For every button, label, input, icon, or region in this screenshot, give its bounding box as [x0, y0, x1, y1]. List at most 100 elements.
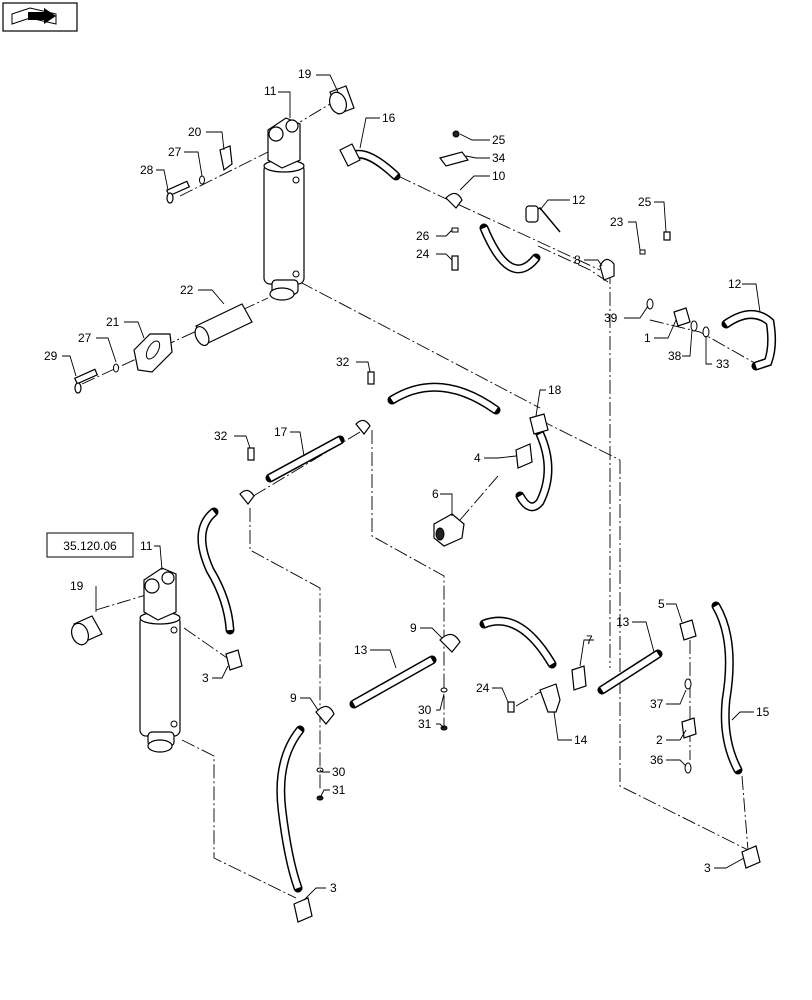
callout-3: 3	[202, 671, 209, 685]
callout-24: 24	[416, 247, 430, 261]
washer-30-a	[440, 687, 448, 693]
callout-24: 24	[476, 681, 490, 695]
fitting-1	[673, 307, 691, 327]
bolt-32-upper	[367, 371, 375, 385]
callout-12: 12	[572, 193, 586, 207]
pin-19-upper	[328, 85, 355, 115]
hose-18	[515, 413, 553, 512]
tube-13-right	[597, 649, 663, 695]
bracket-14	[539, 683, 561, 713]
oring-39	[646, 298, 654, 310]
callout-20: 20	[188, 125, 202, 139]
callout-17: 17	[274, 425, 288, 439]
assembly-lines	[81, 97, 761, 899]
callout-9: 9	[290, 691, 297, 705]
callout-13: 13	[616, 615, 630, 629]
callout-6: 6	[432, 487, 439, 501]
bolt-28	[165, 180, 191, 204]
valve-6	[433, 513, 465, 547]
callout-30: 30	[418, 703, 432, 717]
hydraulic-cylinder-lower	[139, 567, 181, 753]
callout-14: 14	[574, 733, 588, 747]
callout-23: 23	[610, 215, 624, 229]
callout-11: 11	[264, 84, 277, 98]
hose-lower-middle	[479, 616, 557, 669]
callout-32: 32	[336, 355, 350, 369]
callout-8: 8	[574, 253, 581, 267]
oring-37	[684, 678, 692, 690]
clamp-7	[571, 665, 587, 691]
callout-19: 19	[298, 67, 312, 81]
callout-33: 33	[716, 357, 730, 371]
clamp-34	[438, 151, 470, 167]
bolt-25-upper	[452, 130, 460, 138]
fitting-3-lower	[293, 897, 313, 923]
bolt-24-upper	[451, 255, 459, 271]
callout-13: 13	[354, 643, 368, 657]
tube-13-left	[349, 655, 437, 709]
pin-22	[194, 303, 253, 347]
tube-17	[265, 435, 345, 483]
leader-lines	[62, 74, 761, 901]
callout-31: 31	[418, 717, 432, 731]
fitting-4	[515, 443, 533, 469]
callout-30: 30	[332, 765, 346, 779]
fitting-2	[681, 717, 697, 739]
plate-21	[133, 333, 173, 373]
reference-box-label: 35.120.06	[63, 539, 117, 553]
hose-16	[339, 143, 401, 181]
fitting-3-right	[741, 845, 761, 869]
callout-21: 21	[106, 315, 120, 329]
callout-18: 18	[548, 383, 562, 397]
hose-left	[197, 507, 235, 635]
bolt-24-lower	[507, 701, 515, 713]
callout-27: 27	[78, 331, 92, 345]
hose-lower-left	[276, 725, 305, 893]
callout-10: 10	[492, 169, 506, 183]
callout-12: 12	[728, 277, 742, 291]
clamp-10	[445, 192, 463, 209]
callout-7: 7	[586, 633, 593, 647]
clamp-9-upper	[439, 633, 461, 653]
callout-25: 25	[492, 133, 506, 147]
hose-15	[711, 601, 743, 775]
hose-10	[479, 223, 541, 274]
washer-27-upper	[199, 175, 205, 185]
callout-27: 27	[168, 145, 182, 159]
callout-5: 5	[658, 597, 665, 611]
bracket-20	[219, 145, 233, 172]
callout-3: 3	[704, 861, 711, 875]
reference-box[interactable]: 35.120.06	[46, 532, 134, 558]
callout-29: 29	[44, 349, 58, 363]
callout-19: 19	[70, 579, 84, 593]
clamp-left-mid	[239, 489, 255, 505]
callout-39: 39	[604, 311, 618, 325]
callout-34: 34	[492, 151, 506, 165]
pin-19-lower	[70, 615, 103, 646]
washer-26	[451, 227, 459, 233]
fitting-12-upper	[525, 205, 561, 233]
callout-11: 11	[140, 539, 153, 553]
book-arrow-icon[interactable]	[2, 2, 78, 32]
callout-26: 26	[416, 229, 430, 243]
clamp-upper-mid	[355, 419, 371, 435]
oring-36	[684, 762, 692, 774]
hose-upper-middle	[387, 382, 501, 415]
callout-25: 25	[638, 195, 652, 209]
callout-3: 3	[330, 881, 337, 895]
callout-9: 9	[410, 621, 417, 635]
callout-labels: 19 11 20 27 28 22 21 27 29 16 25 34 10 2…	[44, 67, 770, 895]
oring-38	[690, 320, 698, 332]
callout-22: 22	[180, 283, 194, 297]
hydraulic-cylinder-upper	[263, 117, 305, 301]
callout-28: 28	[140, 163, 154, 177]
clamp-8	[599, 258, 615, 281]
oring-33	[702, 326, 710, 338]
callout-2: 2	[656, 733, 663, 747]
bolt-25-right	[663, 231, 671, 241]
tube-12-right	[721, 310, 777, 371]
callout-32: 32	[214, 429, 228, 443]
bolt-32-left	[247, 447, 255, 461]
callout-15: 15	[756, 705, 770, 719]
